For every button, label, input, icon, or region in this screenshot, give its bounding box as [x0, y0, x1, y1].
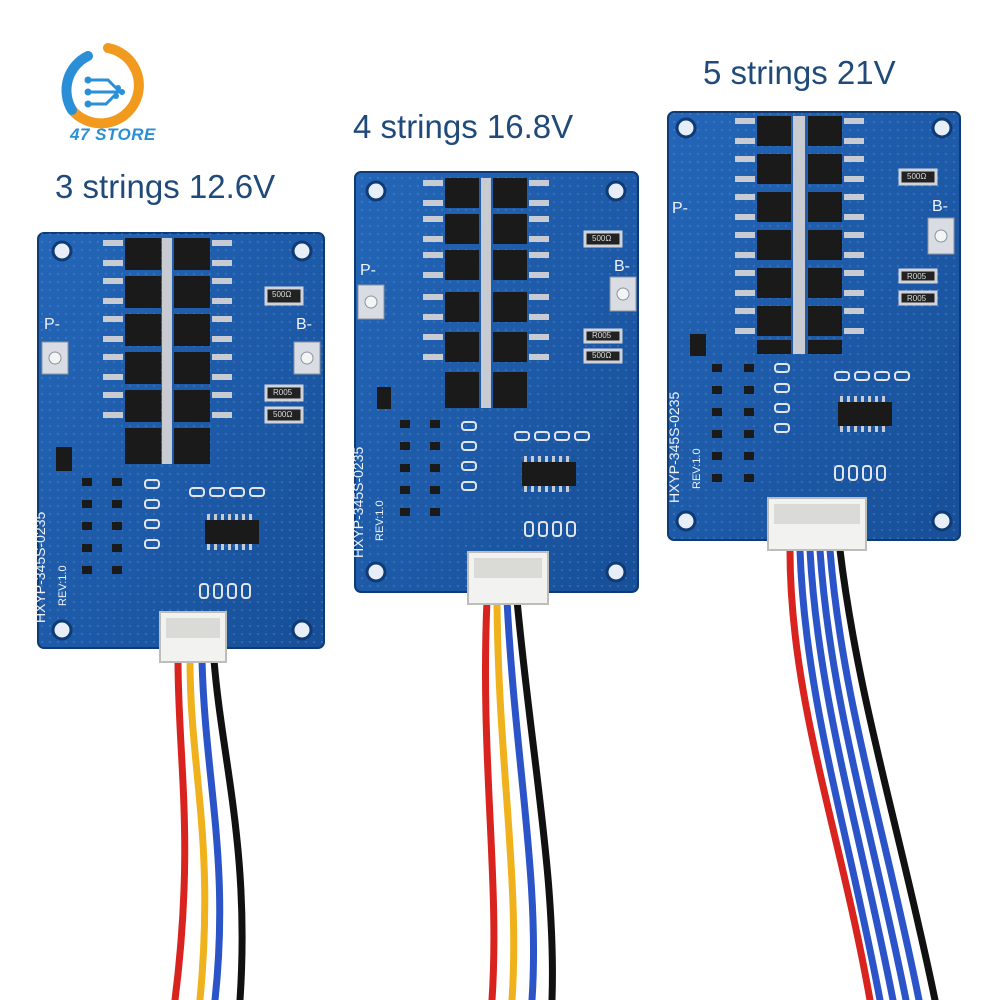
- bms-board-3s: [37, 232, 325, 663]
- wires-board-5: [786, 546, 939, 1000]
- store-name: 47 STORE: [70, 125, 156, 144]
- label-5-strings: 5 strings 21V: [703, 54, 896, 91]
- bms-board-4s: [354, 171, 639, 605]
- wires-board-4: [481, 596, 556, 1000]
- bms-board-5s: [667, 111, 961, 551]
- label-4-strings: 4 strings 16.8V: [353, 108, 574, 145]
- wires-board-3: [171, 656, 246, 1000]
- store-logo-icon: [61, 43, 144, 129]
- label-3-strings: 3 strings 12.6V: [55, 168, 276, 205]
